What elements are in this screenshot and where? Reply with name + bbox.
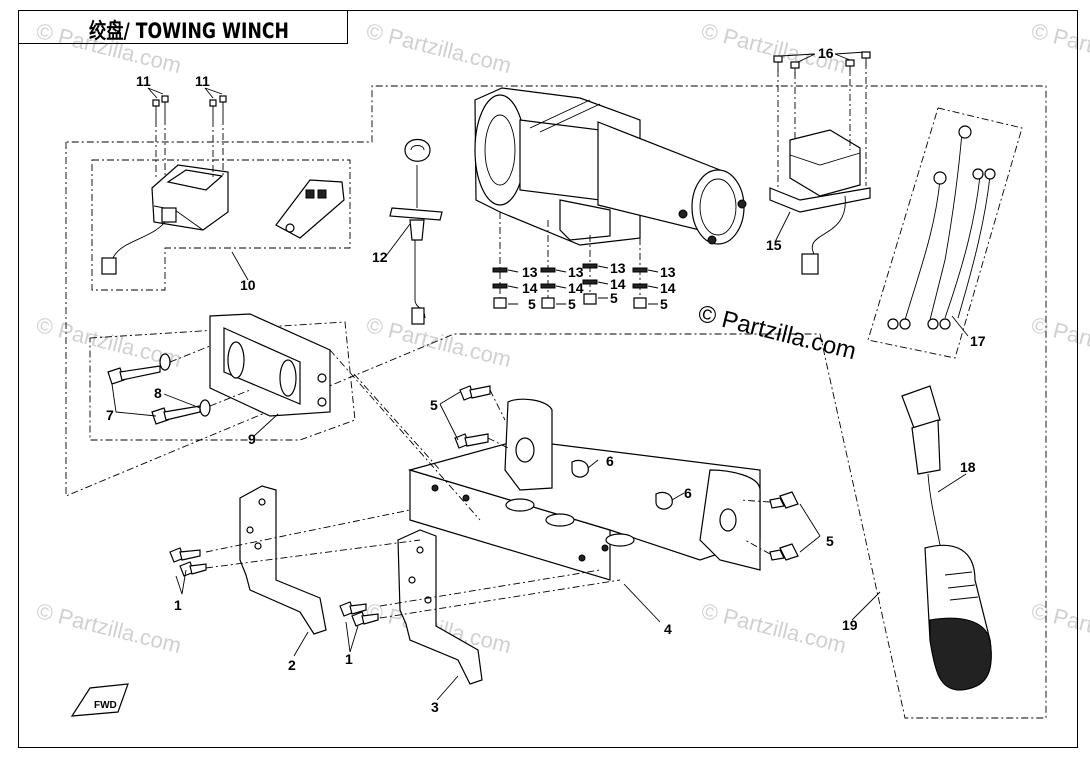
battery-cables xyxy=(887,125,996,330)
callout-18: 18 xyxy=(960,459,976,475)
remote-group-outline xyxy=(91,159,351,291)
callout-5: 5 xyxy=(826,533,834,549)
title-box: 绞盘/ TOWING WINCH xyxy=(18,10,348,44)
side-bracket-3 xyxy=(397,529,483,685)
mount-hardware xyxy=(492,263,648,309)
screws-11 xyxy=(147,87,227,178)
fwd-arrow: FWD xyxy=(70,683,129,717)
callout-13: 13 xyxy=(660,264,676,280)
side-bracket-2 xyxy=(239,485,327,635)
callout-14: 14 xyxy=(522,280,538,296)
main-mount-plate xyxy=(407,398,761,581)
fairlead-outline xyxy=(89,321,356,441)
remote-fob xyxy=(275,179,345,239)
screws-16 xyxy=(773,51,871,76)
callout-2: 2 xyxy=(288,657,296,673)
callout-17: 17 xyxy=(970,333,986,349)
callout-3: 3 xyxy=(431,699,439,715)
cable-group-outline xyxy=(867,107,1023,359)
callout-9: 9 xyxy=(248,431,256,447)
contactor xyxy=(769,62,871,275)
callout-13: 13 xyxy=(568,264,584,280)
callout-14: 14 xyxy=(660,280,676,296)
handheld-remote xyxy=(901,385,992,691)
bolts-1 xyxy=(169,509,621,627)
callout-5: 5 xyxy=(528,296,536,312)
callout-15: 15 xyxy=(766,237,782,253)
callout-5: 5 xyxy=(660,296,668,312)
callout-6: 6 xyxy=(684,485,692,501)
callout-4: 4 xyxy=(664,621,672,637)
callout-5: 5 xyxy=(568,296,576,312)
bolts-7-washers-8 xyxy=(107,345,251,425)
callout-leaders xyxy=(111,211,969,701)
callout-16: 16 xyxy=(818,45,834,61)
page-title: 绞盘/ TOWING WINCH xyxy=(89,19,289,43)
callout-11: 11 xyxy=(136,73,151,89)
winch-motor xyxy=(474,87,747,300)
callout-11: 11 xyxy=(195,73,210,89)
callout-1: 1 xyxy=(345,651,353,667)
callouts: 1 1 2 3 4 5 5 5 5 5 5 6 6 7 8 9 10 11 11… xyxy=(106,45,986,715)
callout-13: 13 xyxy=(610,260,626,276)
winch-hook xyxy=(389,138,443,325)
callout-13: 13 xyxy=(522,264,538,280)
callout-5: 5 xyxy=(610,290,618,306)
callout-14: 14 xyxy=(610,276,626,292)
callout-10: 10 xyxy=(240,277,256,293)
callout-6: 6 xyxy=(606,453,614,469)
control-box xyxy=(101,164,229,275)
callout-1: 1 xyxy=(174,597,182,613)
bolts-5-lower xyxy=(454,385,799,561)
callout-8: 8 xyxy=(154,385,162,401)
fwd-label: FWD xyxy=(94,700,117,711)
callout-5: 5 xyxy=(430,397,438,413)
callout-19: 19 xyxy=(842,617,858,633)
callout-12: 12 xyxy=(372,249,388,265)
fairlead xyxy=(209,313,331,417)
alignment-lines xyxy=(329,349,481,521)
callout-7: 7 xyxy=(106,407,114,423)
callout-14: 14 xyxy=(568,280,584,296)
